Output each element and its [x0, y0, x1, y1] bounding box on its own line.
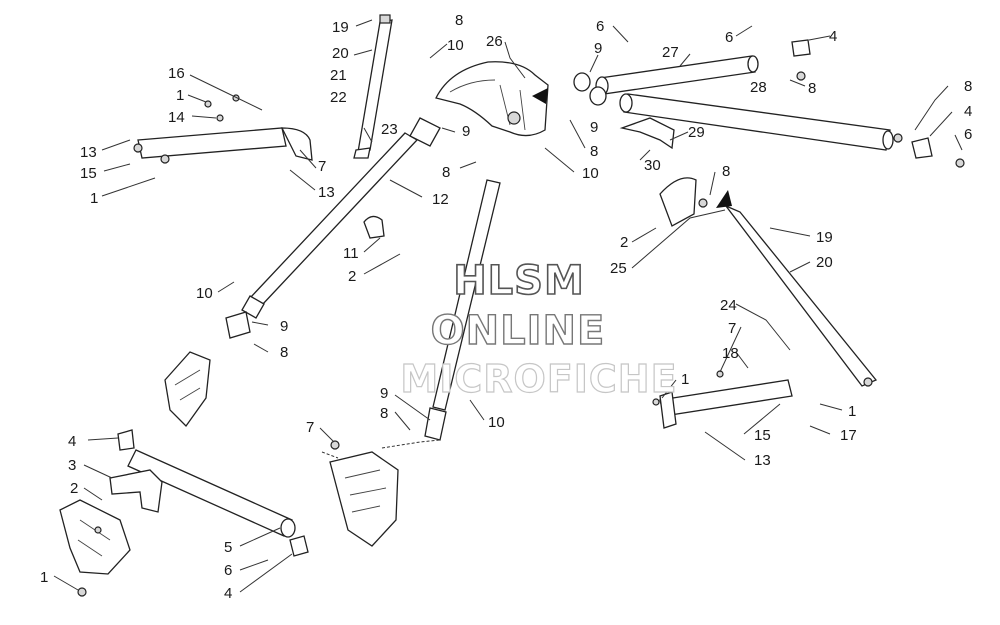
callout-8: 8 — [442, 164, 450, 181]
callout-9: 9 — [380, 385, 388, 402]
callout-6: 6 — [964, 126, 972, 143]
callout-23: 23 — [381, 121, 398, 138]
callout-4: 4 — [68, 433, 76, 450]
callout-8: 8 — [455, 12, 463, 29]
callout-8: 8 — [590, 143, 598, 160]
callout-8: 8 — [722, 163, 730, 180]
callout-13: 13 — [318, 184, 335, 201]
callout-10: 10 — [447, 37, 464, 54]
tilt-bracket-upper — [353, 14, 393, 159]
tilt-arm-right — [659, 177, 878, 387]
callout-9: 9 — [280, 318, 288, 335]
callout-9: 9 — [594, 40, 602, 57]
callout-2: 2 — [348, 268, 356, 285]
callout-19: 19 — [816, 229, 833, 246]
callout-10: 10 — [488, 414, 505, 431]
callout-15: 15 — [754, 427, 771, 444]
callout-25: 25 — [610, 260, 627, 277]
callout-5: 5 — [224, 539, 232, 556]
callout-11: 11 — [343, 245, 359, 262]
callout-10: 10 — [582, 165, 599, 182]
callout-7: 7 — [728, 320, 736, 337]
callout-12: 12 — [432, 191, 449, 208]
watermark-line-1: HLSM — [453, 258, 585, 304]
callout-9: 9 — [590, 119, 598, 136]
callout-1: 1 — [40, 569, 48, 586]
watermark: HLSM ONLINE MICROFICHE — [400, 257, 677, 401]
callout-8: 8 — [808, 80, 816, 97]
bracket-upper-left — [133, 94, 313, 164]
callout-15: 15 — [80, 165, 97, 182]
right-clamp — [791, 39, 965, 168]
callout-4: 4 — [829, 28, 837, 45]
callout-7: 7 — [318, 158, 326, 175]
callout-27: 27 — [662, 44, 679, 61]
callout-1: 1 — [90, 190, 98, 207]
callout-20: 20 — [816, 254, 833, 271]
clip-29 — [619, 117, 675, 150]
steering-column-housing — [435, 61, 549, 137]
callout-3: 3 — [68, 457, 76, 474]
watermark-line-2: ONLINE — [431, 308, 606, 354]
leader-lines — [53, 19, 963, 593]
callout-13: 13 — [80, 144, 97, 161]
callout-19: 19 — [332, 19, 349, 36]
callout-1: 1 — [681, 371, 689, 388]
watermark-line-3: MICROFICHE — [400, 357, 677, 401]
callout-14: 14 — [168, 109, 185, 126]
callout-labels: 19 8 20 10 26 6 9 27 6 4 8 28 8 4 6 16 1… — [40, 12, 972, 602]
callout-21: 21 — [330, 67, 347, 84]
callout-6: 6 — [725, 29, 733, 46]
callout-17: 17 — [840, 427, 857, 444]
callout-10: 10 — [196, 285, 213, 302]
bracket-lower-right — [652, 370, 793, 429]
callout-4: 4 — [964, 103, 972, 120]
callout-8: 8 — [280, 344, 288, 361]
steering-shaft-middle — [424, 179, 501, 441]
callout-6: 6 — [596, 18, 604, 35]
callout-13: 13 — [754, 452, 771, 469]
u-joint-left — [164, 311, 251, 428]
callout-30: 30 — [644, 157, 661, 174]
callout-8: 8 — [380, 405, 388, 422]
callout-18: 18 — [722, 345, 739, 362]
callout-8: 8 — [964, 78, 972, 95]
callout-29: 29 — [688, 124, 705, 141]
lower-shaft — [117, 429, 309, 557]
tube-28 — [589, 86, 894, 151]
callout-9: 9 — [462, 123, 470, 140]
callout-4: 4 — [224, 585, 232, 602]
tube-27 — [573, 55, 759, 96]
callout-7: 7 — [306, 419, 314, 436]
callout-1: 1 — [176, 87, 184, 104]
callout-2: 2 — [70, 480, 78, 497]
callout-26: 26 — [486, 33, 503, 50]
callout-1: 1 — [848, 403, 856, 420]
bracket-lower-left — [59, 469, 163, 597]
callout-2: 2 — [620, 234, 628, 251]
callout-28: 28 — [750, 79, 767, 96]
callout-24: 24 — [720, 297, 737, 314]
callout-20: 20 — [332, 45, 349, 62]
steering-shaft-upper — [241, 117, 441, 319]
callout-22: 22 — [330, 89, 347, 106]
callout-16: 16 — [168, 65, 185, 82]
callout-6: 6 — [224, 562, 232, 579]
steering-gear-assembly — [329, 440, 399, 547]
clamp-11 — [363, 215, 385, 239]
